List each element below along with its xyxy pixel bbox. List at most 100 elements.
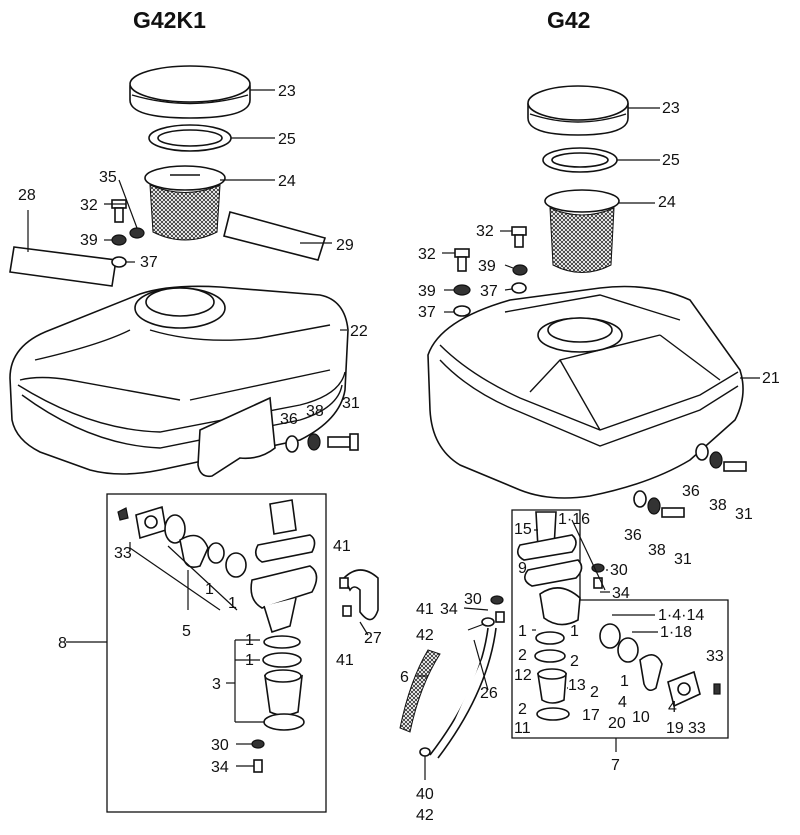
- label-1d-left: 1: [245, 652, 254, 669]
- label-2b-right: 2: [570, 653, 579, 670]
- label-32b-right: 32: [418, 246, 436, 263]
- label-13-right: 13: [568, 677, 586, 694]
- label-41a-left: 41: [333, 538, 351, 555]
- right-fuel-cap: [527, 85, 629, 136]
- label-24-right: 24: [658, 194, 676, 211]
- label-25-right: 25: [662, 152, 680, 169]
- left-cap-gasket: [148, 124, 232, 152]
- label-41b-left: 41: [336, 652, 354, 669]
- left-fuel-strainer: [144, 165, 226, 241]
- label-1a-right: 1: [518, 623, 527, 640]
- label-30a-right: 30: [610, 562, 628, 579]
- label-2d-right: 2: [518, 701, 527, 718]
- label-34a-right: 34: [612, 585, 630, 602]
- left-leader-lines: [27, 89, 369, 767]
- label-1c-left: 1: [245, 632, 254, 649]
- label-1b-left: 1: [228, 595, 237, 612]
- label-22-left: 22: [350, 323, 368, 340]
- label-42b-right: 42: [416, 807, 434, 824]
- label-7-right: 7: [611, 757, 620, 774]
- label-25-left: 25: [278, 131, 296, 148]
- label-6-right: 6: [400, 669, 409, 686]
- label-15-right: 15: [514, 521, 532, 538]
- right-leader-lines: [417, 107, 760, 780]
- label-30-left: 30: [211, 737, 229, 754]
- label-35-left: 35: [99, 169, 117, 186]
- label-1a-left: 1: [205, 581, 214, 598]
- label-2a-right: 2: [518, 647, 527, 664]
- label-4a-right: 4: [618, 694, 627, 711]
- label-27-left: 27: [364, 630, 382, 647]
- title-left: G42K1: [133, 7, 206, 33]
- label-30b-right: 30: [464, 591, 482, 608]
- label-31-left: 31: [342, 395, 360, 412]
- label-23-left: 23: [278, 83, 296, 100]
- label-23-right: 23: [662, 100, 680, 117]
- label-31b-right: 31: [674, 551, 692, 568]
- label-28-left: 28: [18, 187, 36, 204]
- label-26-right: 26: [480, 685, 498, 702]
- right-valve-assembly-frame: [511, 509, 729, 739]
- left-valve-parts: [117, 499, 379, 773]
- left-tank-decal-29: [223, 211, 327, 261]
- label-8-left: 8: [58, 635, 67, 652]
- label-33a-right: 33: [706, 648, 724, 665]
- right-mount-hardware: [633, 443, 747, 518]
- left-fuel-tank: [9, 285, 349, 478]
- label-36-left: 36: [280, 411, 298, 428]
- left-mount-hardware: [285, 433, 359, 453]
- label-3-left: 3: [212, 676, 221, 693]
- label-1-4-14-right: 1·4·14: [658, 607, 704, 624]
- label-37a-right: 37: [480, 283, 498, 300]
- left-valve-assembly-frame: [106, 493, 327, 813]
- label-36b-right: 36: [624, 527, 642, 544]
- label-42a-right: 42: [416, 627, 434, 644]
- label-33-left: 33: [114, 545, 132, 562]
- right-valve-parts: [481, 511, 721, 721]
- label-39-right: 39: [478, 258, 496, 275]
- label-38a-right: 38: [709, 497, 727, 514]
- label-1-18-right: 1·18: [660, 624, 692, 641]
- label-21-right: 21: [762, 370, 780, 387]
- label-38b-right: 38: [648, 542, 666, 559]
- label-39-left: 39: [80, 232, 98, 249]
- label-39b-right: 39: [418, 283, 436, 300]
- label-37b-right: 37: [418, 304, 436, 321]
- label-9-right: 9: [518, 560, 527, 577]
- label-36a-right: 36: [682, 483, 700, 500]
- right-washers: [453, 264, 528, 317]
- label-20-right: 20: [608, 715, 626, 732]
- right-fuel-strainer: [544, 189, 620, 273]
- title-right: G42: [547, 7, 590, 33]
- label-29-left: 29: [336, 237, 354, 254]
- label-19-right: 19: [666, 720, 684, 737]
- left-tank-decal-28: [9, 246, 117, 287]
- label-10-right: 10: [632, 709, 650, 726]
- label-32a-right: 32: [476, 223, 494, 240]
- left-bolt-32: [111, 199, 127, 223]
- left-fuel-cap: [129, 65, 251, 119]
- right-fuel-hoses: [399, 627, 497, 759]
- label-12-right: 12: [514, 667, 532, 684]
- label-34b-right: 34: [440, 601, 458, 618]
- label-17-right: 17: [582, 707, 600, 724]
- label-11-right: 11: [514, 720, 531, 737]
- label-41-right: 41: [416, 601, 434, 618]
- label-32-left: 32: [80, 197, 98, 214]
- label-31a-right: 31: [735, 506, 753, 523]
- label-1c-right: 1: [620, 673, 629, 690]
- label-40-right: 40: [416, 786, 434, 803]
- label-4b-right: 4: [668, 699, 677, 716]
- left-washers: [111, 227, 145, 268]
- label-33b-right: 33: [688, 720, 706, 737]
- label-1-16-right: 1·16: [558, 511, 590, 528]
- label-2c-right: 2: [590, 684, 599, 701]
- label-24-left: 24: [278, 173, 296, 190]
- label-34-left: 34: [211, 759, 229, 776]
- label-1b-right: 1: [570, 623, 579, 640]
- right-cap-gasket: [542, 147, 618, 173]
- label-5-left: 5: [182, 623, 191, 640]
- right-fuel-tank: [427, 285, 744, 499]
- label-38-left: 38: [306, 403, 324, 420]
